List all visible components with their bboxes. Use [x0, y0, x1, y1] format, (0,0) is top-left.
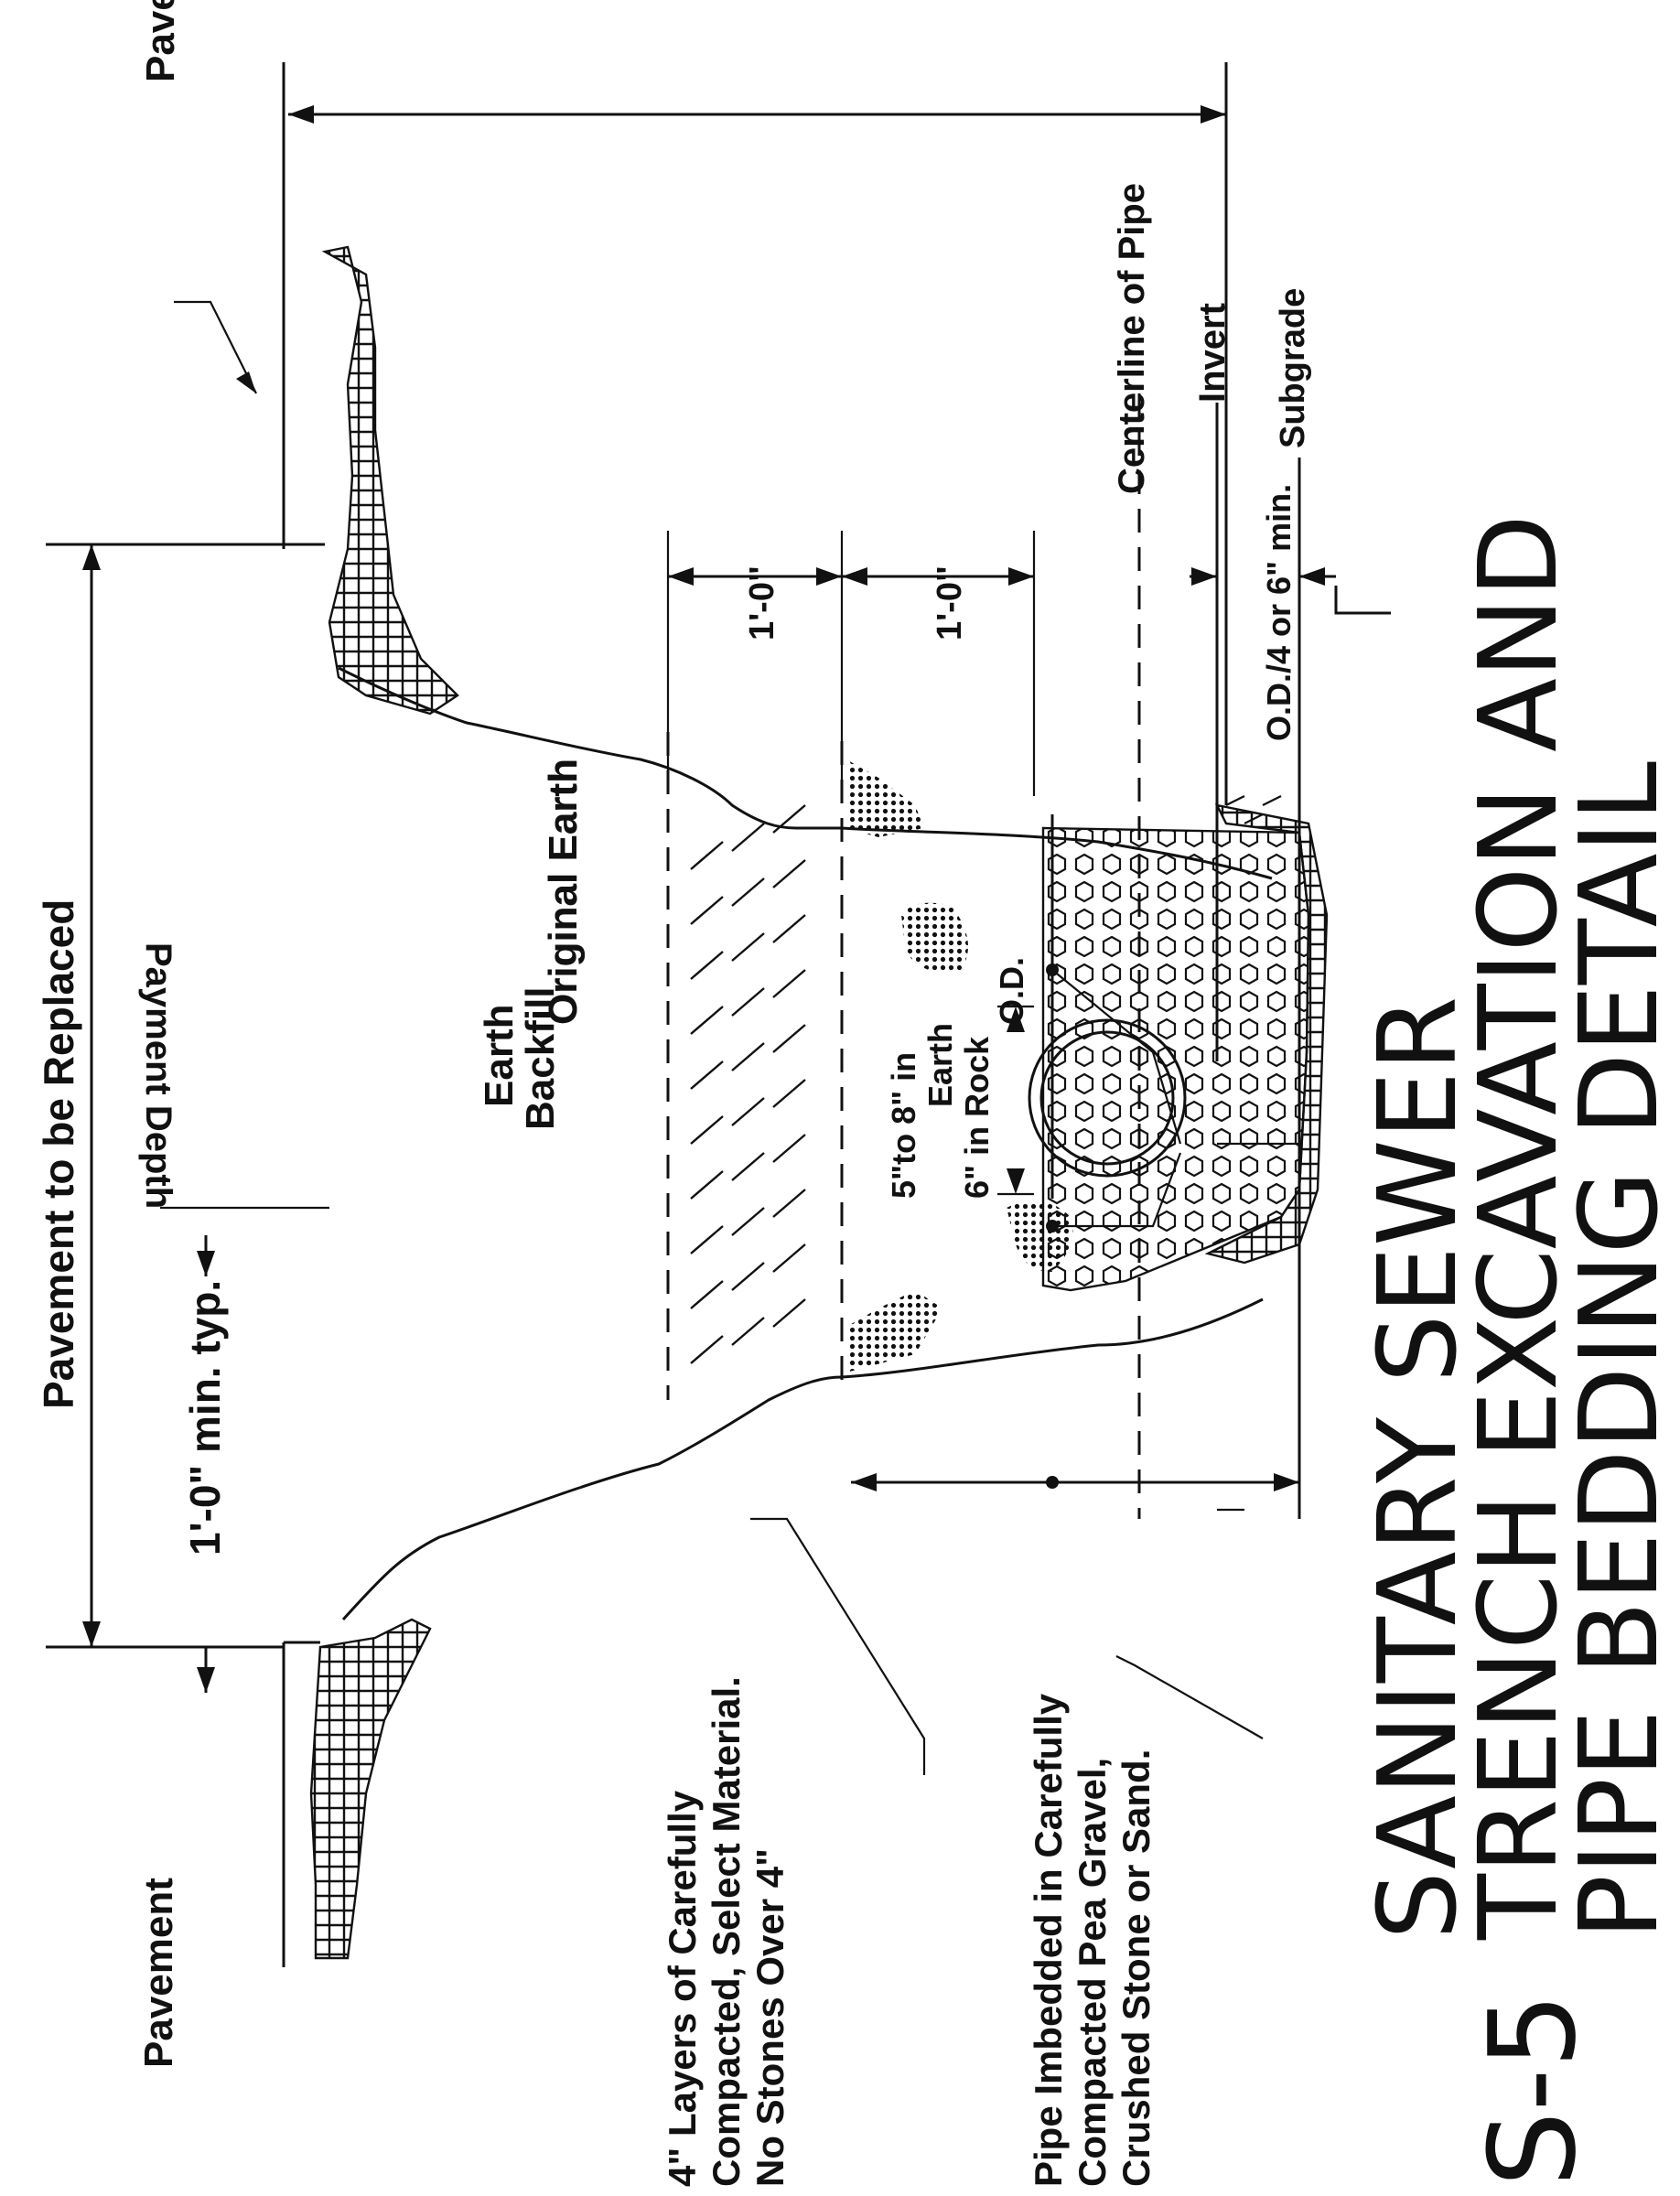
od-dimension — [997, 814, 1054, 1199]
earth-hatch-top-right — [321, 245, 459, 716]
label-invert: Invert — [1192, 303, 1233, 403]
label-side-3: 6" in Rock — [958, 1036, 996, 1199]
sheet-number: S-5 — [1463, 1993, 1602, 2187]
note-pipe: Pipe Imbedded in Carefully Compacted Pea… — [1027, 1693, 1158, 2187]
pavement-right — [282, 62, 325, 549]
note-pipe-line-3: Crushed Stone or Sand. — [1115, 1749, 1158, 2187]
label-od: O.D. — [993, 957, 1030, 1025]
label-original-earth-bottom: Original Earth — [541, 759, 586, 1025]
bedding-depth-dimension — [851, 1473, 1299, 1491]
label-pavement-top: Pavement — [138, 0, 183, 82]
pipe — [1028, 1018, 1187, 1178]
min-typ-dimension — [160, 1206, 329, 1693]
note-layers-line-2: Compacted, Select Material. — [705, 1676, 748, 2187]
earth-hatch-bedding — [1204, 803, 1329, 1265]
leader-lines — [174, 300, 1264, 1775]
note-pipe-line-2: Compacted Pea Gravel, — [1071, 1758, 1114, 2187]
label-earth-backfill-2: Backfill — [518, 986, 563, 1130]
text-labels: Pavement Pavement Pavement to be Replace… — [35, 0, 1312, 2187]
label-side-2: Earth — [921, 1023, 959, 1107]
select-material-layers — [666, 732, 844, 1400]
label-original-earth-top: Original Earth — [541, 759, 586, 1025]
label-side-1: 5"to 8" in — [885, 1052, 922, 1199]
payment-depth-dimension — [288, 62, 1228, 805]
pavement-left — [282, 1641, 320, 1967]
note-layers-line-1: 4" Layers of Carefully — [661, 1790, 704, 2187]
title-block: SANITARY SEWER TRENCH EXCAVATION AND PIP… — [1354, 514, 1680, 2187]
title-line-1: SANITARY SEWER — [1354, 996, 1481, 1940]
label-earth-backfill-1: Earth — [477, 1005, 522, 1107]
note-layers-line-3: No Stones Over 4" — [748, 1848, 792, 2187]
label-bedding-depth: O.D./4 or 6" min. — [1260, 484, 1298, 741]
label-min-typ: 1'-0" min. typ. — [181, 1280, 229, 1556]
label-layer-2: 1'-0" — [931, 565, 969, 640]
label-pavement-replaced: Pavement to be Replaced — [35, 899, 82, 1409]
label-layer-1: 1'-0" — [743, 565, 781, 640]
label-pavement-bottom: Pavement — [136, 1878, 181, 2068]
label-subgrade: Subgrade — [1274, 288, 1312, 448]
note-pipe-line-1: Pipe Imbedded in Carefully — [1027, 1693, 1070, 2187]
label-payment-depth: Payment Depth — [138, 942, 178, 1209]
pavement-replaced-dimension — [46, 543, 284, 1649]
earth-hatch-bottom-left — [309, 1618, 432, 1960]
layer-dimensions — [666, 531, 1036, 796]
label-centerline: Centerline of Pipe — [1112, 183, 1152, 494]
title-line-3: PIPE BEDDING DETAIL — [1556, 761, 1680, 1940]
reference-lines — [1137, 393, 1391, 1519]
title-line-2: TRENCH EXCAVATION AND — [1455, 514, 1581, 1941]
note-layers: 4" Layers of Carefully Compacted, Select… — [661, 1676, 792, 2187]
gravel-bedding — [1041, 795, 1310, 1292]
